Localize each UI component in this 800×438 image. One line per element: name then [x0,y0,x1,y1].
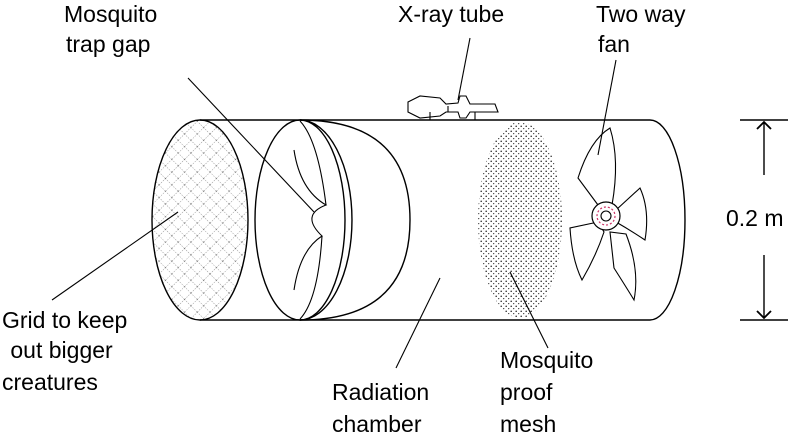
label-two-way-fan: Two way fan [596,1,692,57]
two-way-fan [569,127,648,302]
label-mosquito-trap-gap: Mosquito trap gap [64,1,164,57]
label-grid: Grid to keep out bigger creatures [2,307,134,395]
label-mosquito-proof-mesh: Mosquito proof mesh [500,347,600,437]
cylinder-body [200,119,686,321]
label-radiation-chamber: Radiation chamber [332,379,436,437]
leader-chamber [395,277,441,369]
chamber-ring [299,119,411,321]
leader-mesh [509,271,549,349]
trap-gap-ring [254,119,353,321]
mosquito-proof-mesh [478,122,562,318]
leader-fan [597,59,617,156]
leader-xray-tube [457,37,471,101]
grid-disc [151,119,249,321]
xray-tube [407,95,499,120]
label-xray-tube: X-ray tube [398,1,504,27]
dimension-marker [740,119,788,321]
leader-lines [51,37,617,369]
label-dimension: 0.2 m [726,205,784,231]
leader-trap-gap [187,77,315,213]
leader-grid [51,211,179,301]
